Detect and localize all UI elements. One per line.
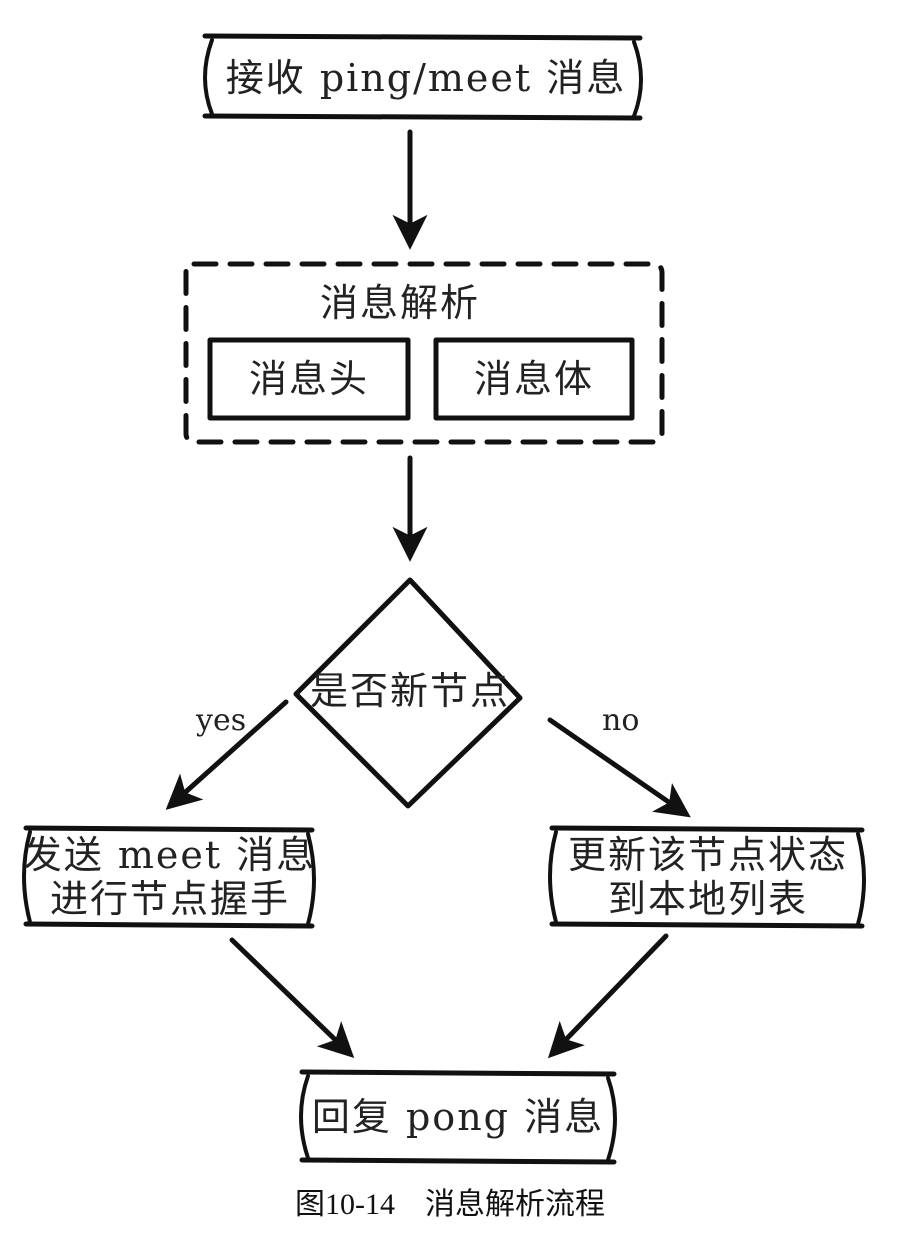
node-update-line2: 到本地列表	[608, 877, 808, 921]
node-receive-label: 接收 ping/meet 消息	[226, 56, 627, 100]
arrow-send-meet-to-reply	[229, 937, 355, 1059]
group-message-parse-label: 消息解析	[320, 281, 480, 325]
edge-no-label: no	[602, 703, 639, 738]
node-send-meet: 发送 meet 消息 进行节点握手	[22, 825, 316, 929]
node-body: 消息体	[433, 337, 635, 421]
edge-yes-label: yes	[195, 703, 246, 738]
node-decision: 是否新节点	[293, 577, 523, 809]
arrow-decision-yes	[165, 699, 289, 810]
node-update-list: 更新该节点状态 到本地列表	[548, 825, 866, 929]
group-message-parse: 消息解析 消息头 消息体	[183, 261, 665, 445]
node-receive: 接收 ping/meet 消息	[202, 33, 643, 121]
node-send-meet-line2: 进行节点握手	[50, 877, 290, 921]
node-decision-label: 是否新节点	[310, 669, 510, 713]
node-send-meet-line1: 发送 meet 消息	[24, 833, 316, 877]
node-reply-label: 回复 pong 消息	[312, 1095, 604, 1139]
arrow-decision-no	[547, 717, 691, 818]
figure-caption: 图10-14 消息解析流程	[295, 1188, 605, 1221]
node-update-line1: 更新该节点状态	[568, 833, 848, 877]
node-body-label: 消息体	[474, 357, 594, 401]
node-reply: 回复 pong 消息	[299, 1069, 617, 1165]
node-header: 消息头	[207, 337, 411, 421]
arrow-update-to-reply	[547, 933, 669, 1059]
node-header-label: 消息头	[249, 357, 369, 401]
